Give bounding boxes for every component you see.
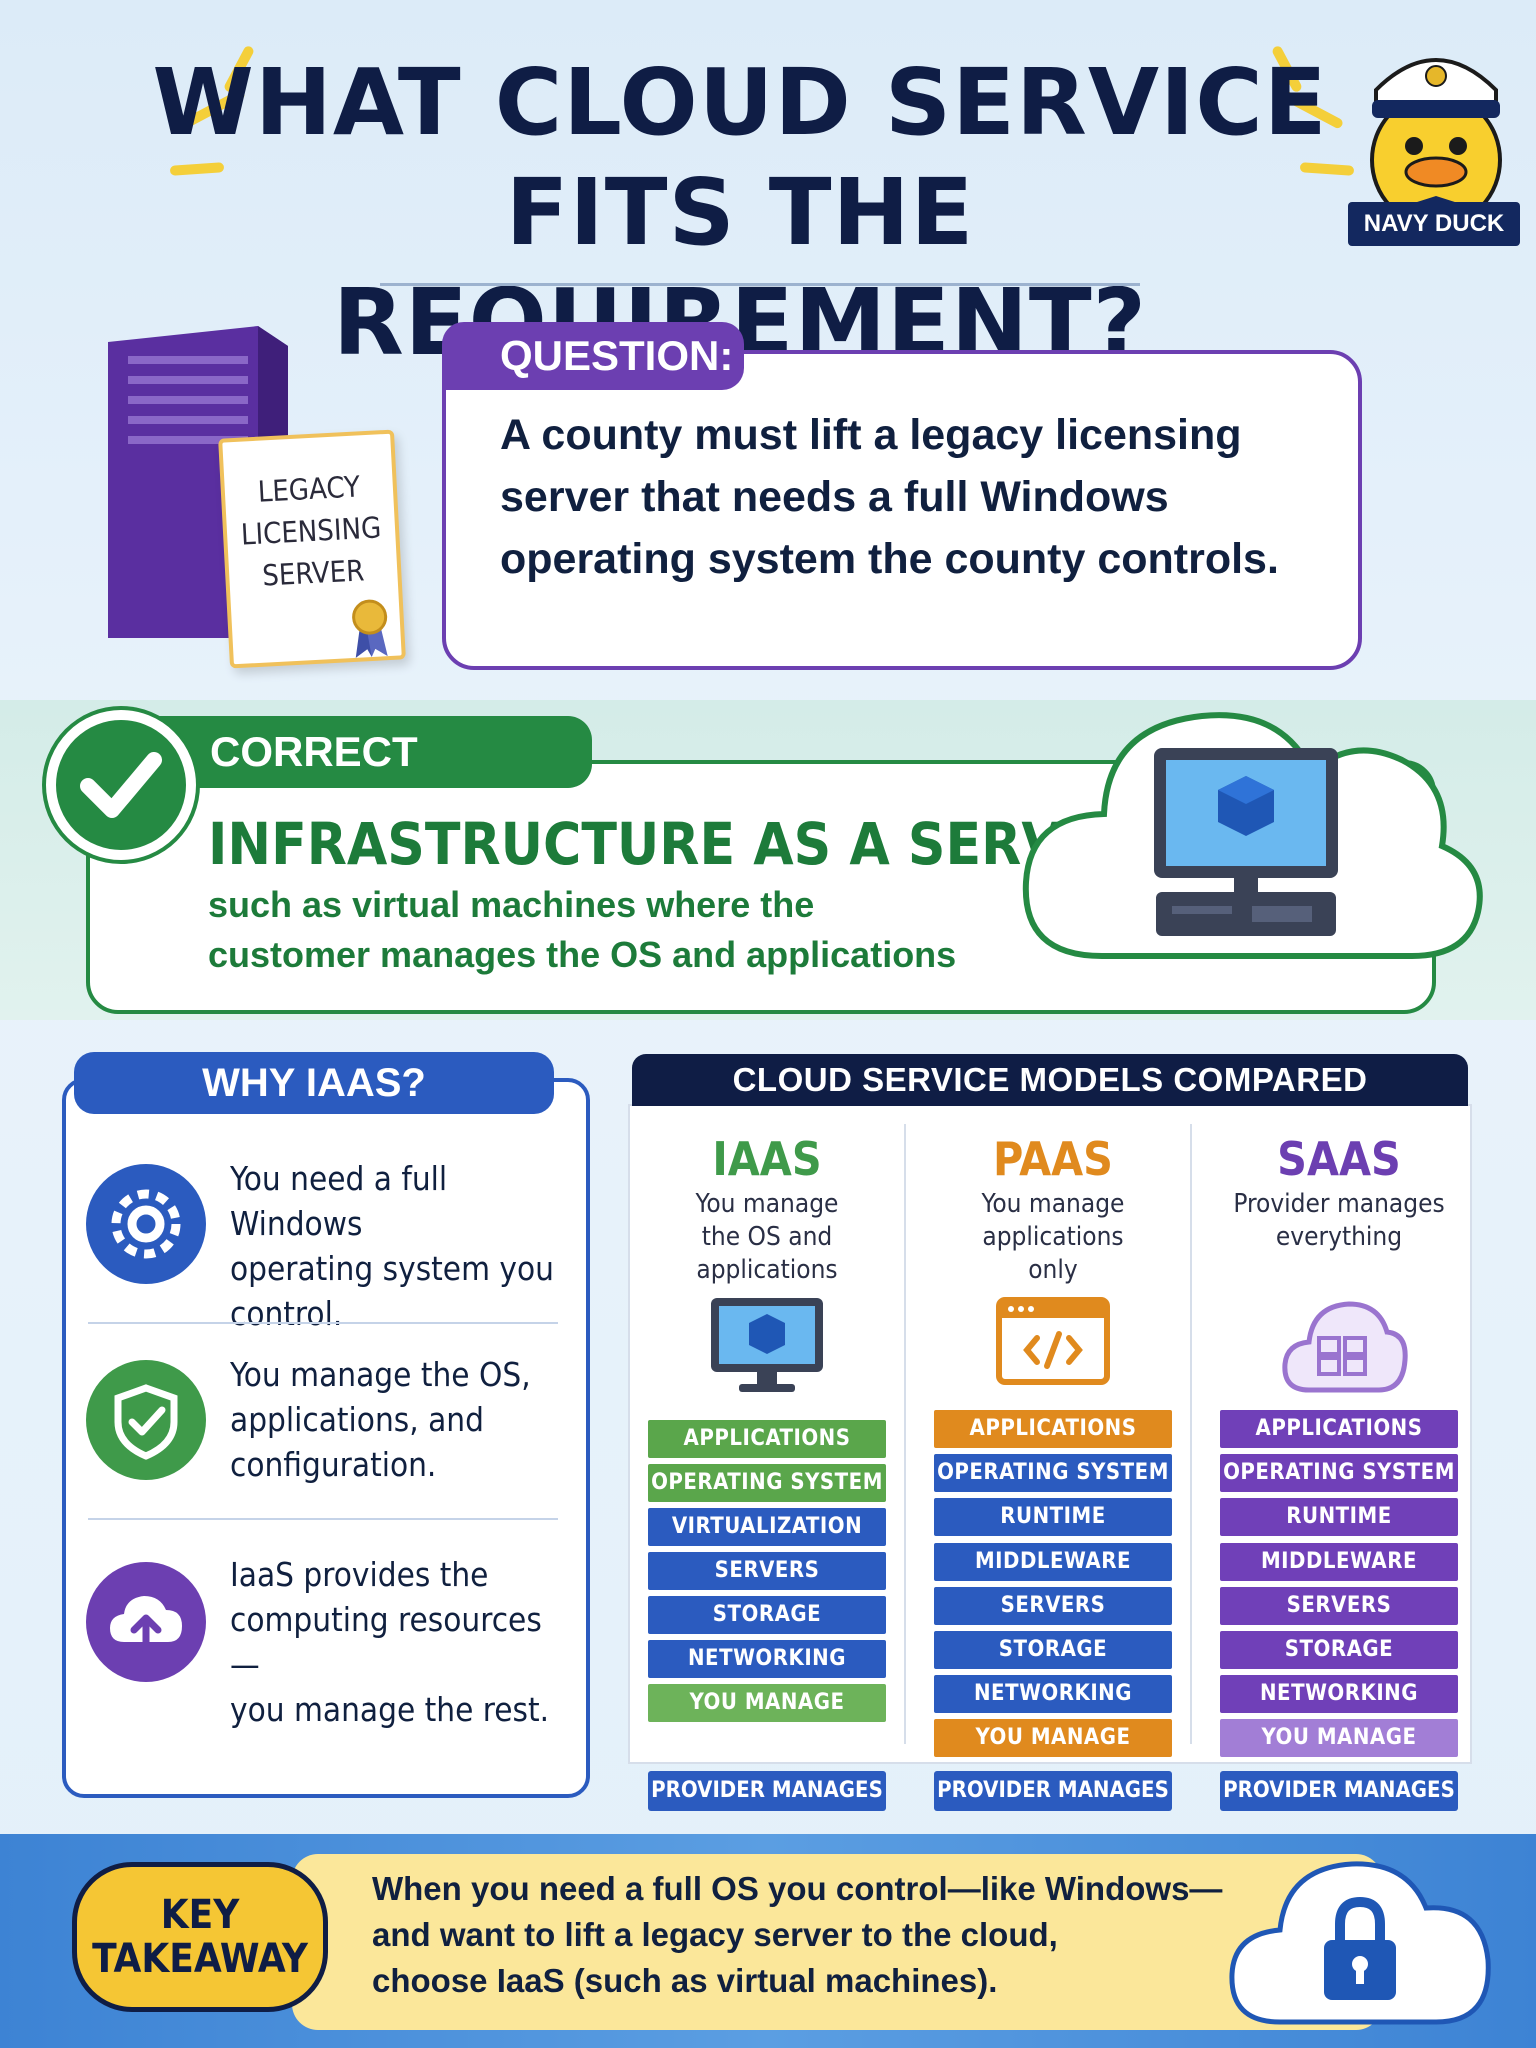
stack-layer: SERVERS (1220, 1586, 1458, 1625)
lock-cloud-icon (1229, 1861, 1491, 2025)
column-subtitle-line: everything (1275, 1222, 1403, 1252)
provider-manages-label: PROVIDER MANAGES (1220, 1771, 1458, 1811)
column-divider (1190, 1124, 1192, 1744)
takeaway-card (292, 1854, 1382, 2030)
stack-layer: APPLICATIONS (934, 1410, 1172, 1448)
column-subtitle-line: only (1028, 1255, 1078, 1285)
column-subtitle-line: applications (696, 1255, 838, 1285)
doc-line: SERVER (261, 553, 366, 593)
stack-layer: APPLICATIONS (648, 1420, 886, 1458)
checkmark-icon (46, 710, 196, 860)
column-title: IAAS (712, 1132, 822, 1186)
why-line: applications, and (230, 1400, 484, 1439)
stack-layer: YOU MANAGE (648, 1684, 886, 1722)
stack-layer: SERVERS (648, 1552, 886, 1590)
why-line: computing resources— (230, 1600, 542, 1684)
stack-layer: OPERATING SYSTEM (1220, 1454, 1458, 1493)
column-subtitle-line: the OS and (701, 1222, 833, 1252)
page-title: What Cloud Service Fits the Requirement? (150, 48, 1330, 378)
why-line: configuration. (230, 1445, 437, 1484)
license-document: LEGACY LICENSING SERVER (218, 429, 406, 669)
provider-manages-label: PROVIDER MANAGES (934, 1771, 1172, 1811)
stack-layer: STORAGE (648, 1596, 886, 1634)
takeaway-line: When you need a full OS you control—like… (372, 1870, 1223, 1907)
stack-layer: NETWORKING (1220, 1675, 1458, 1714)
question-card (442, 350, 1362, 670)
why-line: You manage the OS, (230, 1355, 531, 1394)
why-line: IaaS provides the (230, 1555, 489, 1594)
badge-line: TAKEAWAY (92, 1936, 308, 1982)
takeaway-line: choose IaaS (such as virtual machines). (372, 1962, 998, 1999)
comparison-heading: CLOUD SERVICE MODELS COMPARED (632, 1054, 1468, 1106)
stack-layer: OPERATING SYSTEM (648, 1464, 886, 1502)
takeaway-text: When you need a full OS you control—like… (372, 1866, 1232, 2004)
code-window-icon (993, 1296, 1123, 1396)
stack-layer: APPLICATIONS (1220, 1410, 1458, 1448)
why-item-text: You manage the OS, applications, and con… (230, 1352, 570, 1487)
divider (88, 1322, 558, 1324)
answer-subtitle-line1: such as virtual machines where the (208, 884, 815, 925)
why-item-text: IaaS provides the computing resources— y… (230, 1552, 570, 1732)
stack-layer: OPERATING SYSTEM (934, 1454, 1172, 1493)
gear-icon (86, 1164, 206, 1284)
question-text: A county must lift a legacy licensing se… (500, 411, 1279, 583)
answer-tab: CORRECT ANSWER: (150, 716, 592, 847)
stack-layer: RUNTIME (1220, 1498, 1458, 1537)
why-line: control. (230, 1294, 343, 1333)
stack-layer: VIRTUALIZATION (648, 1508, 886, 1546)
ribbon-seal-icon (352, 599, 388, 658)
why-iaas-tab: WHY IAAS? (74, 1052, 554, 1114)
column-divider (904, 1124, 906, 1744)
stack-layer: NETWORKING (648, 1640, 886, 1678)
answer-subtitle-line2: customer manages the OS and applications (208, 934, 957, 975)
stack-layer: YOU MANAGE (934, 1719, 1172, 1758)
cloud-upload-icon (86, 1562, 206, 1682)
stack-layer: NETWORKING (934, 1675, 1172, 1714)
stack-layer: RUNTIME (934, 1498, 1172, 1537)
question-tab: QUESTION: (442, 322, 744, 390)
stack-layer: STORAGE (934, 1631, 1172, 1669)
answer-subtitle: such as virtual machines where the custo… (208, 880, 1028, 980)
monitor-cube-icon (707, 1296, 837, 1396)
why-line: operating system you (230, 1249, 554, 1288)
column-subtitle-line: You manage (695, 1189, 839, 1219)
takeaway-line: and want to lift a legacy server to the … (372, 1916, 1058, 1953)
mascot-label: NAVY DUCK (1348, 202, 1520, 246)
stack-layer: MIDDLEWARE (1220, 1542, 1458, 1581)
cloud-computer-icon (1022, 712, 1483, 959)
stack-layer: MIDDLEWARE (934, 1542, 1172, 1581)
doc-line: LICENSING (240, 510, 383, 552)
badge-line: KEY (160, 1892, 240, 1938)
column-subtitle-line: You manage (981, 1189, 1125, 1219)
shield-check-icon (86, 1360, 206, 1480)
why-line: you manage the rest. (230, 1690, 550, 1729)
column-subtitle-line: Provider manages (1233, 1189, 1445, 1219)
divider (88, 1518, 558, 1520)
column-title: SAAS (1277, 1132, 1401, 1186)
title-divider (380, 283, 1140, 286)
why-item-text: You need a full Windows operating system… (230, 1156, 570, 1336)
cloud-apps-icon (1279, 1296, 1409, 1396)
provider-manages-label: PROVIDER MANAGES (648, 1771, 886, 1811)
column-title: PAAS (993, 1132, 1113, 1186)
page-title-line1: What Cloud Service (152, 49, 1328, 156)
key-takeaway-badge: KEY TAKEAWAY (72, 1862, 328, 2012)
stack-layer: YOU MANAGE (1220, 1719, 1458, 1758)
why-line: You need a full Windows (230, 1159, 448, 1243)
stack-layer: SERVERS (934, 1586, 1172, 1625)
column-subtitle-line: applications (982, 1222, 1124, 1252)
stack-layer: STORAGE (1220, 1631, 1458, 1669)
